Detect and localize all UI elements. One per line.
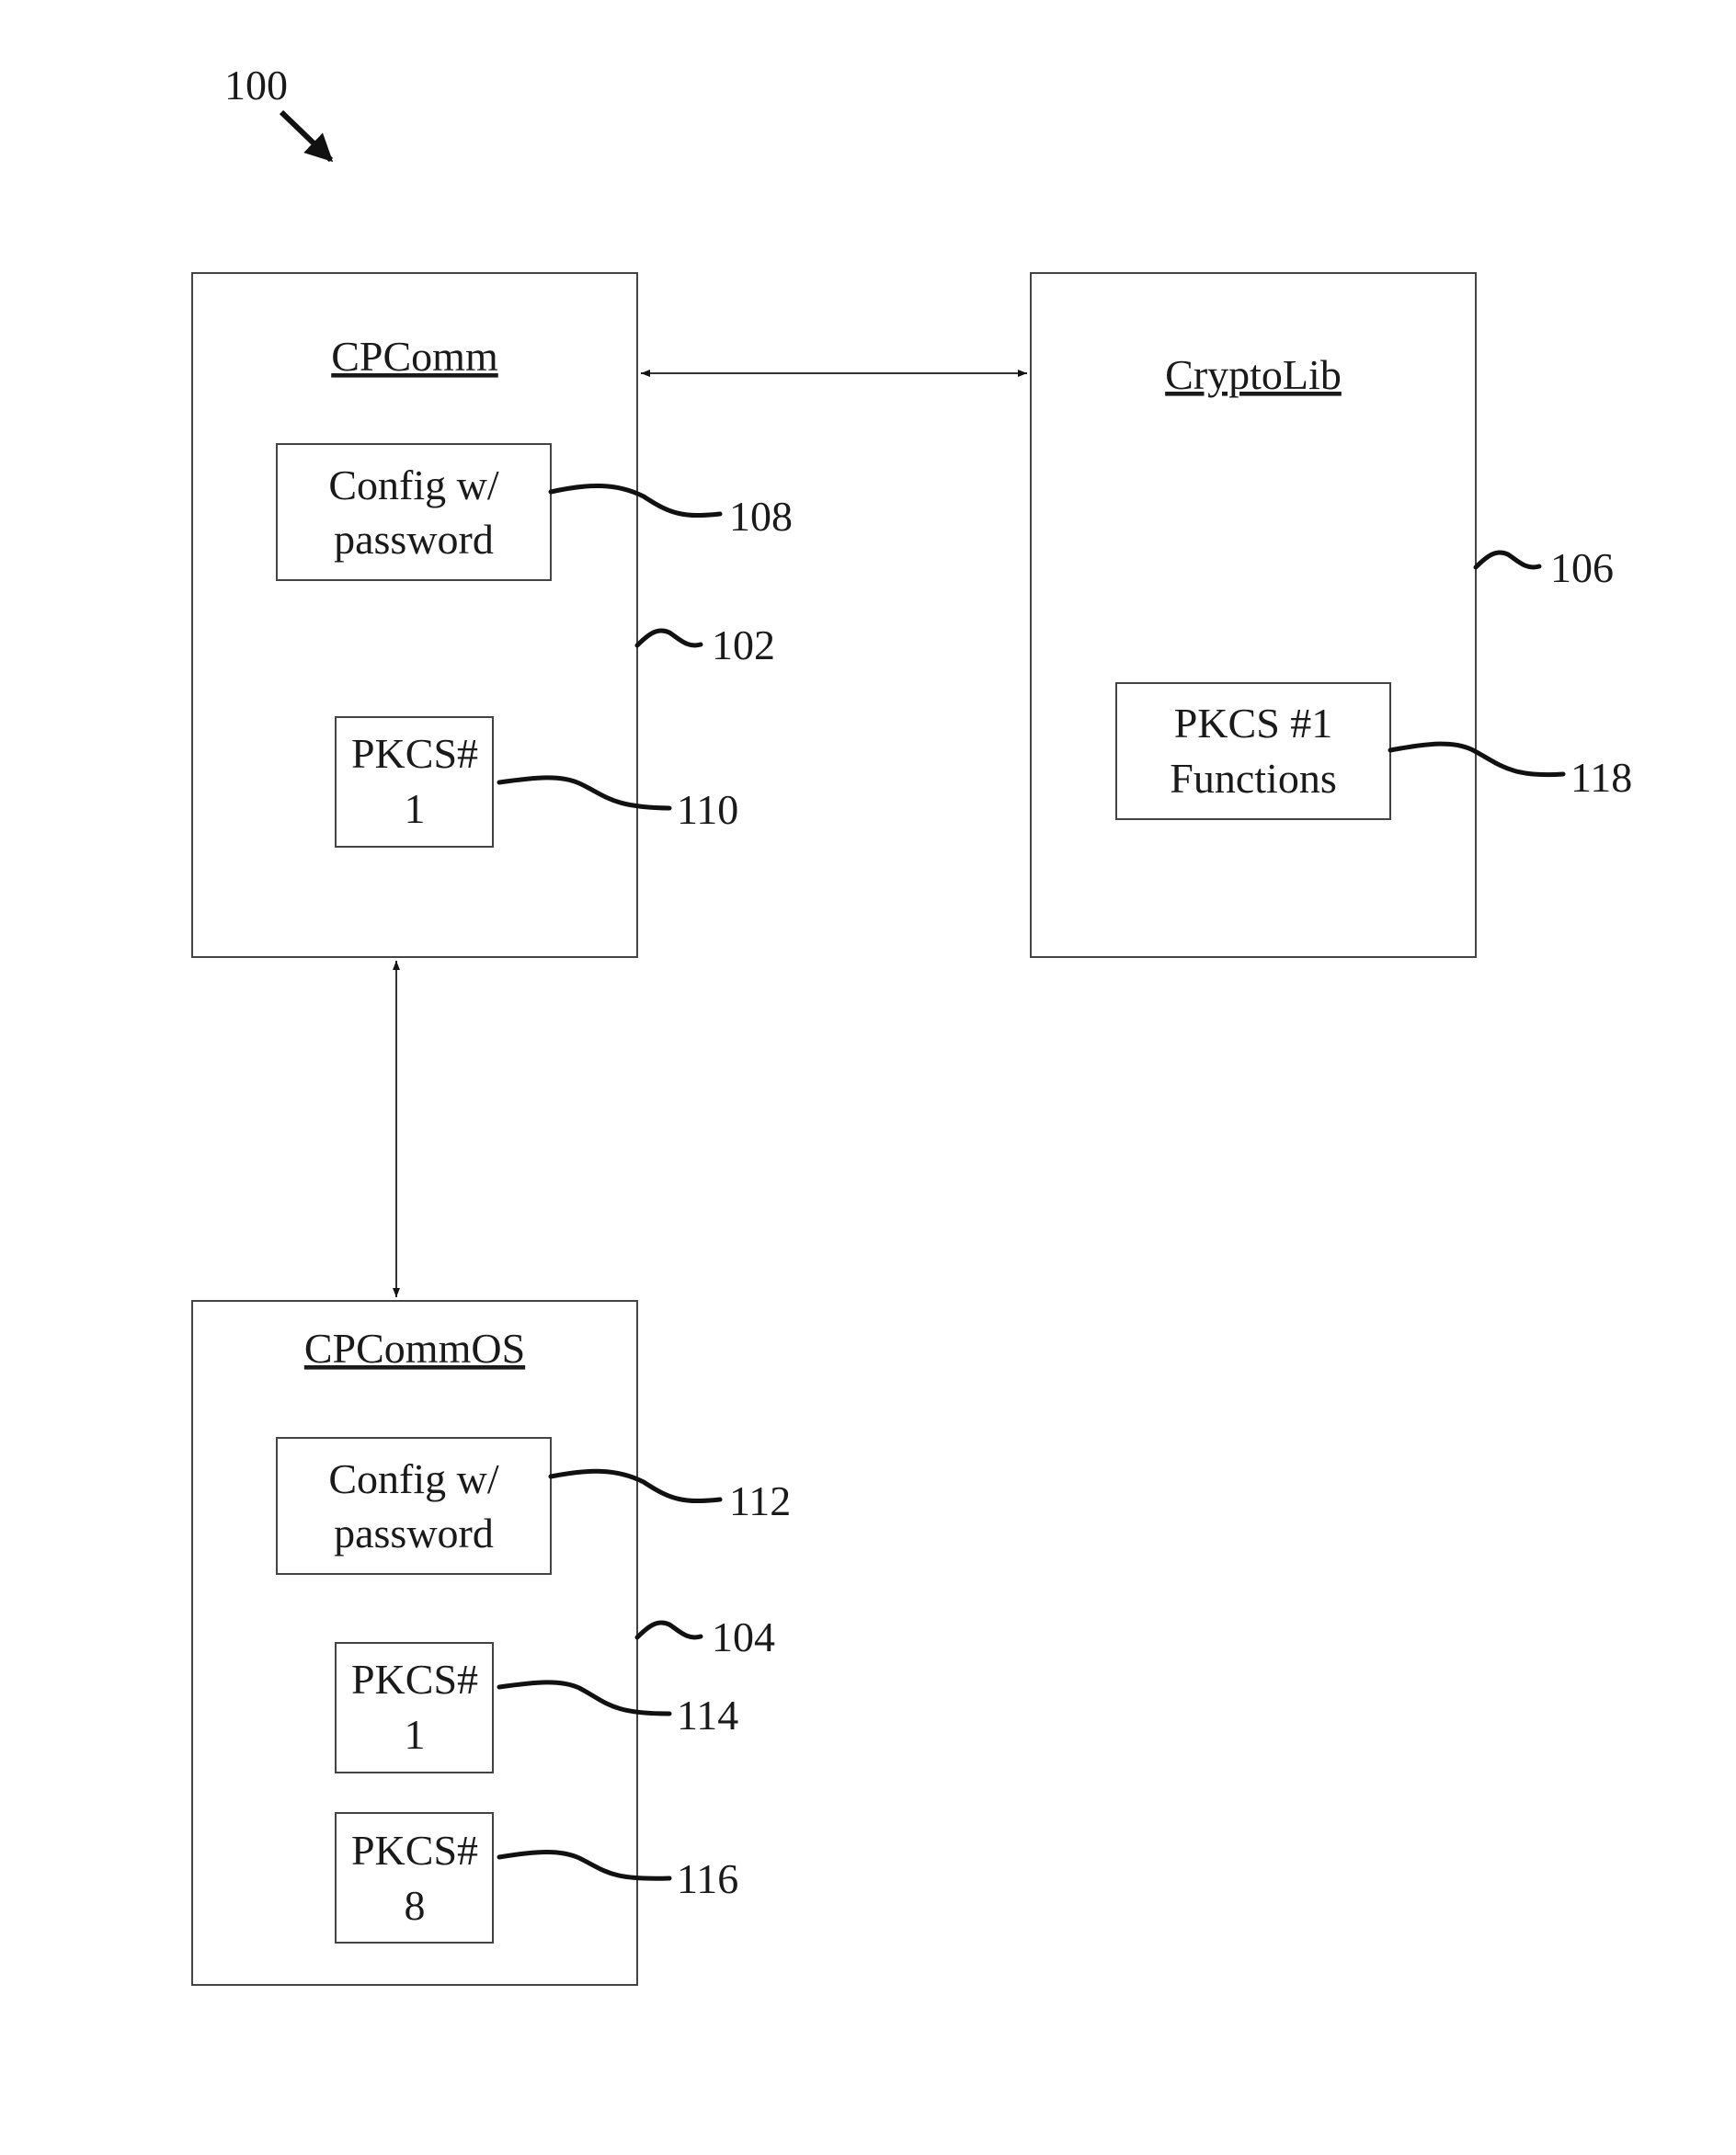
ref-label-112: 112 [729, 1477, 791, 1524]
cpcomm-module: CPComm Config w/ password PKCS# 1 [192, 273, 637, 957]
cryptolib-pkcs1-functions-line2: Functions [1170, 755, 1336, 802]
leader-102 [637, 631, 701, 645]
leader-104 [637, 1623, 701, 1637]
cpcommos-config-line1: Config w/ [328, 1455, 499, 1502]
cpcommos-module: CPCommOS Config w/ password PKCS# 1 PKCS… [192, 1301, 637, 1985]
ref-label-102: 102 [712, 621, 775, 668]
cpcomm-pkcs1-line1: PKCS# [351, 730, 478, 777]
figure-ref-label: 100 [224, 62, 288, 108]
figure-ref-arrow [281, 112, 331, 160]
leader-106 [1476, 553, 1539, 567]
cpcommos-config-line2: password [334, 1510, 494, 1556]
cryptolib-pkcs1-functions-line1: PKCS #1 [1174, 700, 1333, 747]
cpcommos-pkcs8-line2: 8 [405, 1882, 426, 1929]
cpcomm-pkcs1-line2: 1 [405, 785, 426, 832]
ref-label-106: 106 [1550, 544, 1614, 591]
cpcomm-config-line1: Config w/ [328, 462, 499, 508]
ref-label-104: 104 [712, 1613, 775, 1660]
cpcomm-config-line2: password [334, 516, 494, 563]
ref-label-108: 108 [729, 493, 793, 540]
cpcommos-pkcs1-line2: 1 [405, 1711, 426, 1758]
ref-label-116: 116 [677, 1855, 738, 1902]
ref-label-114: 114 [677, 1692, 738, 1739]
ref-label-118: 118 [1570, 754, 1632, 801]
cryptolib-title: CryptoLib [1165, 351, 1342, 398]
cpcomm-title: CPComm [331, 333, 498, 380]
cpcommos-title: CPCommOS [304, 1325, 525, 1372]
cryptolib-module: CryptoLib PKCS #1 Functions [1031, 273, 1476, 957]
cpcommos-pkcs8-line1: PKCS# [351, 1827, 478, 1874]
ref-label-110: 110 [677, 786, 738, 833]
cpcommos-pkcs1-line1: PKCS# [351, 1656, 478, 1703]
